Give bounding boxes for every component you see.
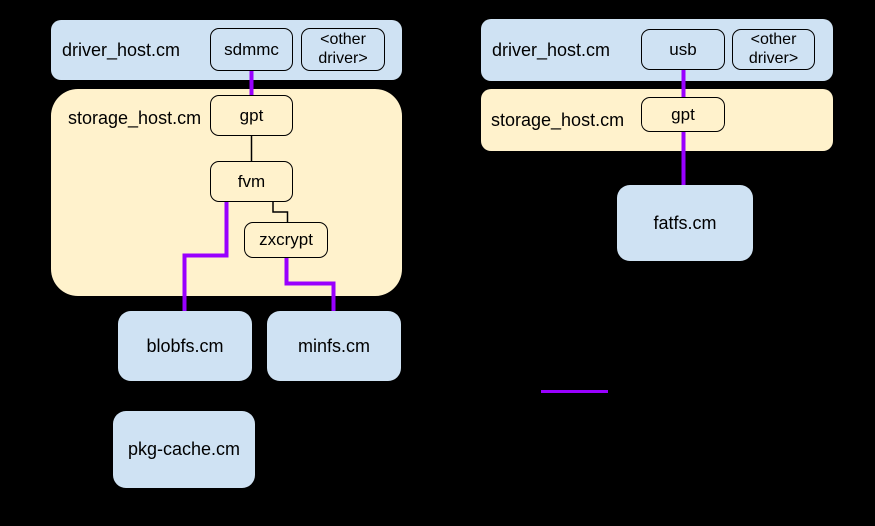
node-fatfs: fatfs.cm (617, 185, 753, 261)
node-usb: usb (641, 29, 725, 70)
left-storage-host-label: storage_host.cm (68, 108, 202, 128)
node-other-driver-right: <other driver> (732, 29, 815, 70)
left-driver-host-label: driver_host.cm (62, 39, 181, 60)
node-minfs: minfs.cm (267, 311, 401, 381)
node-gpt-right: gpt (641, 97, 725, 132)
node-zxcrypt: zxcrypt (244, 222, 328, 258)
node-sdmmc: sdmmc (210, 28, 293, 71)
right-storage-host-label: storage_host.cm (491, 109, 625, 130)
node-blobfs: blobfs.cm (118, 311, 252, 381)
right-driver-host-label: driver_host.cm (492, 39, 611, 60)
node-gpt-left: gpt (210, 95, 293, 136)
node-fvm: fvm (210, 161, 293, 202)
node-pkg-cache: pkg-cache.cm (113, 411, 255, 488)
node-other-driver-left: <other driver> (301, 28, 385, 71)
